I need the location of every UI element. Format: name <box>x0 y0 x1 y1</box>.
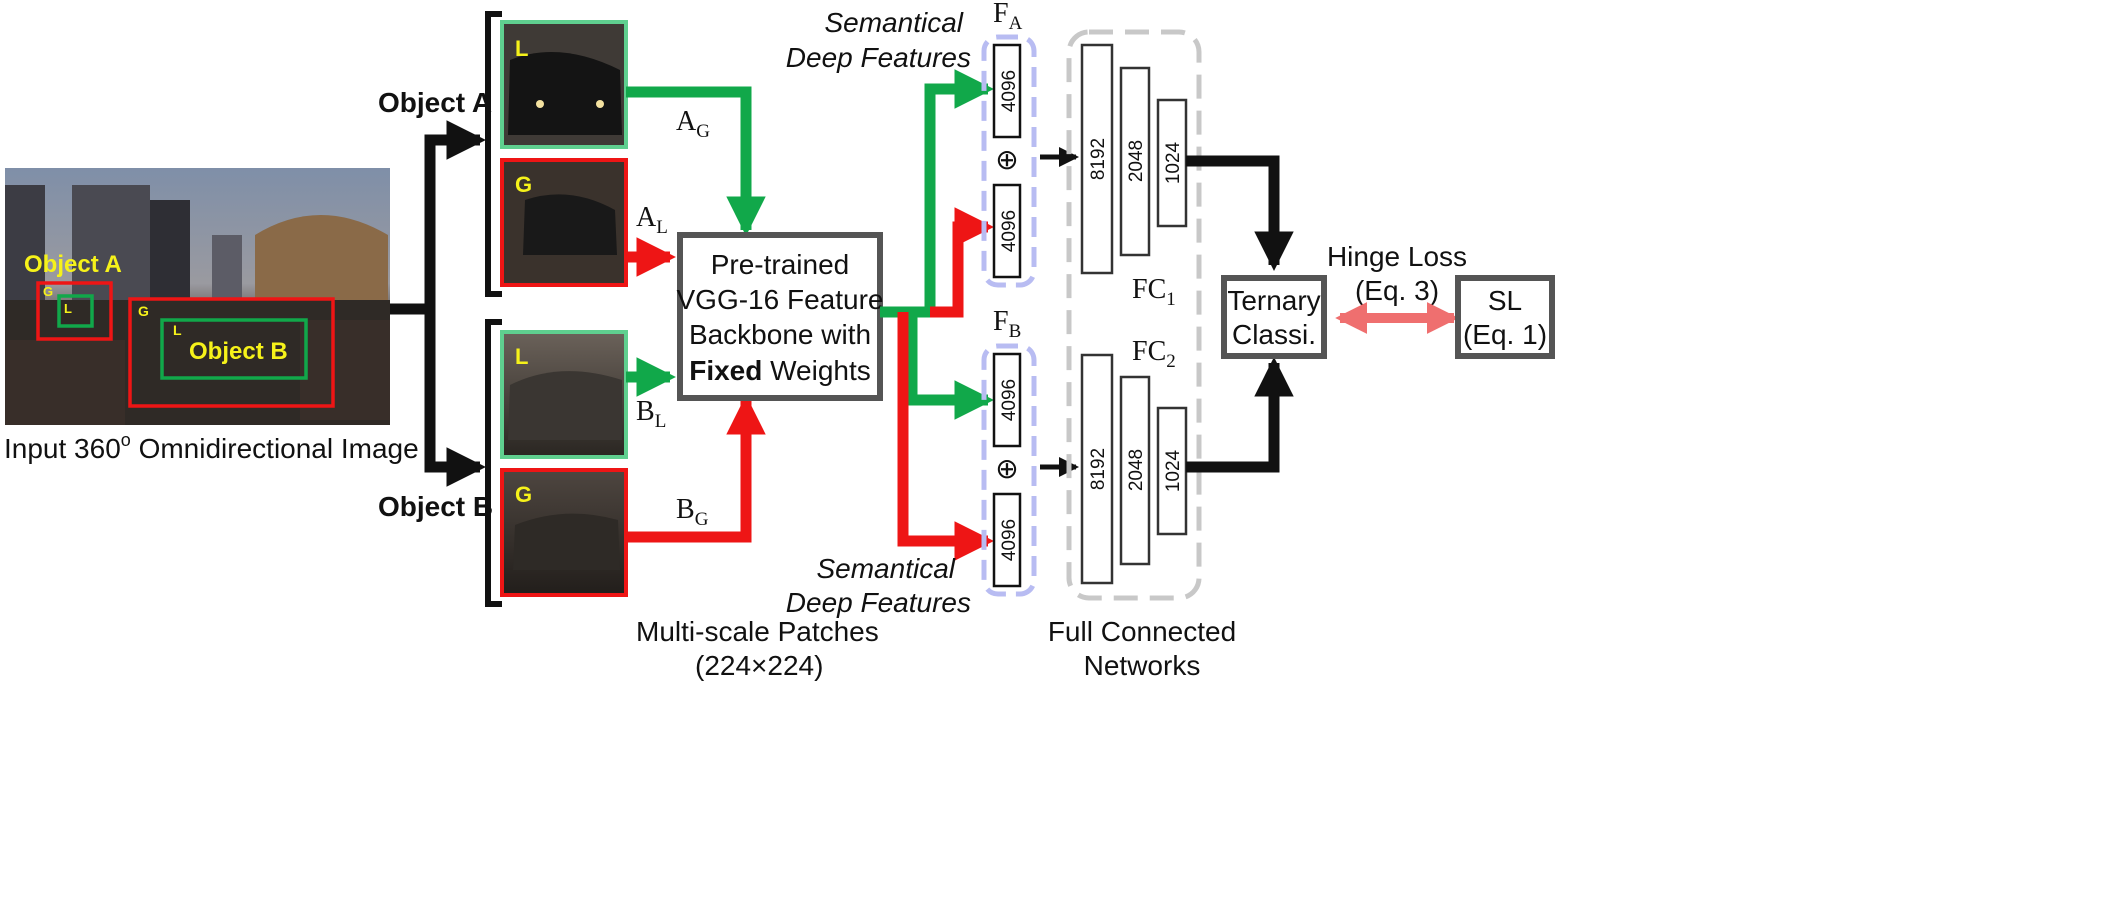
patch-b-global: G <box>500 468 628 597</box>
fc1-layer-2 <box>1119 66 1151 257</box>
input-image: Object A Object B G L G L <box>5 168 390 425</box>
feature-dim-label: 4096 <box>999 70 1020 112</box>
car-shape <box>523 194 617 255</box>
hinge-loss-label-line2: (Eq. 3) <box>1355 275 1439 306</box>
ternary-classifier-box <box>1221 275 1327 359</box>
fc1-layer-3-label: 1024 <box>1163 141 1184 184</box>
input-tag-g: G <box>43 284 53 299</box>
arrow-a-g <box>626 86 766 236</box>
feature-group-b <box>981 343 1037 597</box>
backbone-line1: Pre-trained <box>711 249 850 280</box>
fc1-label: FC1 <box>1132 274 1176 310</box>
arrow-label-a-g: AG <box>676 106 710 142</box>
headlight-shape <box>596 100 604 108</box>
input-caption: Input 360o Omnidirectional Image <box>4 430 419 464</box>
feature-vector-a-local <box>992 183 1022 279</box>
feature-vector-b-global <box>992 492 1022 588</box>
patches-caption-line2: (224×224) <box>695 650 823 681</box>
feature-dim-label: 4096 <box>999 210 1020 252</box>
branch-arrows <box>390 120 486 487</box>
backbone-line3: Backbone with <box>689 319 871 350</box>
fc1-layer-3 <box>1156 98 1188 228</box>
arrow-b-g <box>626 395 766 543</box>
fc2-layer-1 <box>1080 353 1114 585</box>
patches-caption-line1: Multi-scale Patches <box>636 616 879 647</box>
branch-label-object-b: Object B <box>378 491 493 522</box>
fc2-layer-1-label: 8192 <box>1088 448 1109 490</box>
features-top-label-1: Semantical <box>824 7 963 38</box>
car-shape <box>513 513 620 570</box>
fc1-layer-1-label: 8192 <box>1088 138 1109 180</box>
backbone-line4: Fixed Weights <box>689 355 871 386</box>
features-bottom-label-2: Deep Features <box>786 587 971 618</box>
output-line2: (Eq. 1) <box>1463 319 1547 350</box>
features-bottom-label-1: Semantical <box>816 553 955 584</box>
fc-caption-line2: Networks <box>1084 650 1201 681</box>
object-a-global-box <box>36 281 113 341</box>
concat-symbol: ⊕ <box>995 453 1018 484</box>
feature-group-a <box>981 34 1037 288</box>
fc-caption-line1: Full Connected <box>1048 616 1236 647</box>
arrow-label-b-l: BL <box>636 396 666 432</box>
output-sl-box <box>1455 275 1555 359</box>
hinge-loss-label-line1: Hinge Loss <box>1327 241 1467 272</box>
bracket-object-b <box>485 319 502 607</box>
fc1-layer-2-label: 2048 <box>1126 140 1147 182</box>
arrow-label-b-g: BG <box>676 494 709 530</box>
fc1-to-classifier-arrow <box>1186 155 1294 271</box>
concat-symbol: ⊕ <box>995 144 1018 175</box>
classifier-line1: Ternary <box>1227 285 1320 316</box>
fc2-to-classifier-arrow <box>1186 357 1294 473</box>
input-tag-g: G <box>138 303 149 319</box>
fc2-layer-3-label: 1024 <box>1163 449 1184 492</box>
feature-vector-b-local <box>992 352 1022 448</box>
feature-arrow-a-g <box>880 69 994 318</box>
features-top-label-2: Deep Features <box>786 42 971 73</box>
bracket-object-a <box>485 11 502 297</box>
fc2-layer-2 <box>1119 375 1151 566</box>
branch-arrow-a <box>390 120 486 315</box>
object-b-local-box <box>160 318 308 380</box>
input-tag-l: L <box>173 322 182 338</box>
input-object-a-label: Object A <box>24 251 122 278</box>
patch-tag-g: G <box>515 172 532 197</box>
terminal-building <box>255 215 388 300</box>
patch-tag-g: G <box>515 482 532 507</box>
patch-tag-l: L <box>515 344 528 369</box>
fc2-label: FC2 <box>1132 336 1176 372</box>
object-a-local-box <box>57 294 94 328</box>
patch-a-local: L <box>500 20 628 149</box>
building-shape <box>212 235 242 305</box>
backbone-line2: VGG-16 Feature <box>677 284 884 315</box>
feature-arrow-b-l <box>906 312 994 420</box>
arrow-label-a-l: AL <box>636 202 668 238</box>
patch-a-global: G <box>500 158 628 287</box>
car-shape <box>508 371 622 440</box>
feature-group-label-a: FA <box>993 0 1023 34</box>
building-shape <box>150 200 190 300</box>
input-object-b-label: Object B <box>189 338 288 365</box>
car-shape <box>508 52 622 135</box>
patch-b-local: L <box>500 330 628 459</box>
object-b-global-box <box>128 297 335 408</box>
patch-tag-l: L <box>515 36 528 61</box>
feature-arrow-a-l <box>930 207 994 318</box>
branch-arrow-b <box>424 309 486 487</box>
fc2-layer-2-label: 2048 <box>1126 449 1147 491</box>
branch-label-object-a: Object A <box>378 87 492 118</box>
feature-dim-label: 4096 <box>999 379 1020 421</box>
feature-group-label-b: FB <box>993 306 1021 342</box>
input-tag-l: L <box>64 301 72 316</box>
feature-arrow-b-g <box>897 312 994 561</box>
classifier-line2: Classi. <box>1232 319 1316 350</box>
fc1-layer-1 <box>1080 43 1114 275</box>
fc-networks-group <box>1066 29 1202 601</box>
feature-vector-a-global <box>992 43 1022 139</box>
feature-dim-label: 4096 <box>999 519 1020 561</box>
output-line1: SL <box>1488 285 1522 316</box>
headlight-shape <box>536 100 544 108</box>
